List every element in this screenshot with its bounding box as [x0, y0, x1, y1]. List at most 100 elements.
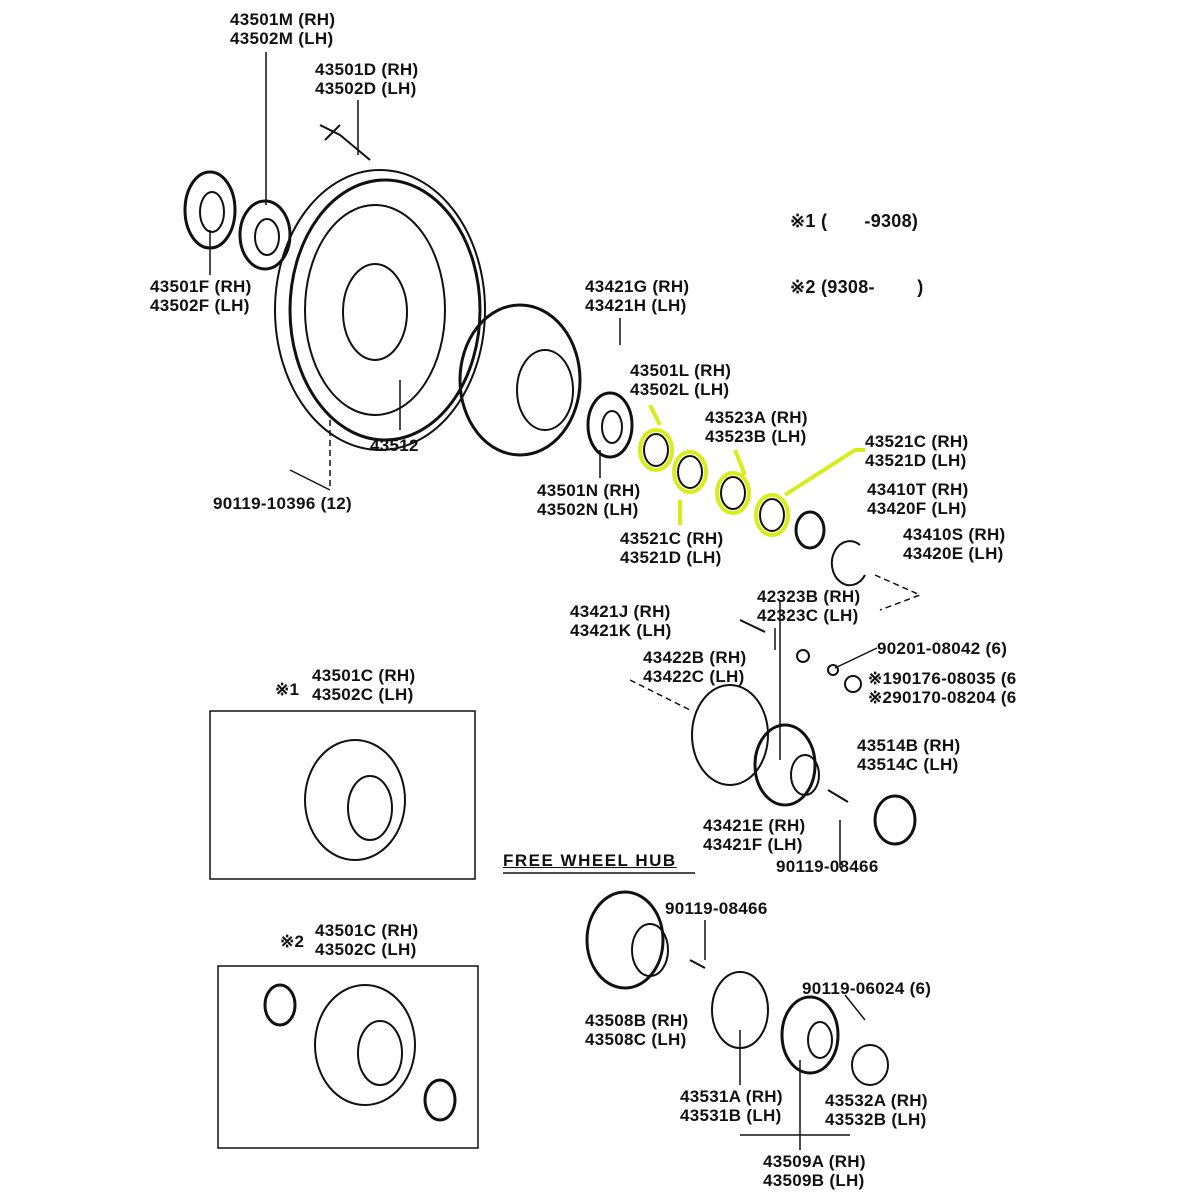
variant-box-2	[217, 965, 479, 1149]
hub-icon	[458, 303, 634, 459]
part-number-text: 43531A (RH)	[680, 1087, 783, 1106]
hub-variant-2-icon	[263, 983, 457, 1122]
part-number-text: 43523A (RH)	[705, 408, 808, 427]
part-label[interactable]: 43410S (RH)43420E (LH)	[903, 525, 1006, 563]
part-label[interactable]: 43501N (RH)43502N (LH)	[537, 481, 640, 519]
part-number-text: 43410T (RH)	[867, 480, 969, 499]
part-number-text: 43521C (RH)	[620, 529, 724, 548]
marker-1: ※1	[275, 680, 300, 699]
part-number-text: 43501D (RH)	[315, 60, 419, 79]
part-label[interactable]: 43501L (RH)43502L (LH)	[630, 361, 731, 399]
part-number-text: 43422B (RH)	[643, 648, 747, 667]
part-label[interactable]: 90119-08466	[776, 857, 879, 876]
note-1: ※1 ( -9308)	[790, 211, 919, 231]
part-label[interactable]: 43501D (RH)43502D (LH)	[315, 60, 418, 98]
part-label[interactable]: 43521C (RH)43521D (LH)	[620, 529, 723, 567]
part-number-text: 43502C (LH)	[312, 685, 414, 704]
part-label[interactable]: 43501C (RH)43502C (LH)	[312, 666, 415, 704]
part-label[interactable]: 90201-08042 (6)	[877, 639, 1007, 658]
brake-disc-icon	[274, 169, 486, 451]
part-label[interactable]: 43532A (RH)43532B (LH)	[825, 1091, 928, 1129]
part-label[interactable]: 43521C (RH)43521D (LH)	[865, 432, 968, 470]
part-number-text: 43421F (LH)	[703, 835, 803, 854]
hub-variant-1-icon	[304, 739, 406, 861]
part-number-text: 43502D (LH)	[315, 79, 417, 98]
part-number-text: 43523B (LH)	[705, 427, 807, 446]
part-number-text: 43532A (RH)	[825, 1091, 928, 1110]
part-number-text: 43502M (LH)	[230, 29, 334, 48]
part-number-text: 43501N (RH)	[537, 481, 641, 500]
part-number-text: 43501M (RH)	[230, 10, 336, 29]
part-number-text: 43508B (RH)	[585, 1011, 689, 1030]
part-number-text: 90119-10396 (12)	[213, 494, 353, 513]
part-label[interactable]: 90119-06024 (6)	[802, 979, 931, 998]
part-label[interactable]: 43501M (RH)43502M (LH)	[230, 10, 335, 48]
part-label[interactable]: ※190176-08035 (6※290170-08204 (6	[868, 669, 1017, 707]
part-number-text: 90119-08466	[776, 857, 879, 876]
part-number-text: ※190176-08035 (6	[868, 669, 1017, 688]
part-number-text: 43521D (LH)	[620, 548, 722, 567]
part-label[interactable]: 43422B (RH)43422C (LH)	[643, 648, 746, 686]
part-number-text: 43501C (RH)	[312, 666, 416, 685]
part-number-text: 43422C (LH)	[643, 667, 745, 686]
note-2: ※2 (9308- )	[790, 277, 924, 297]
part-label[interactable]: 42323B (RH)42323C (LH)	[757, 587, 860, 625]
part-number-text: 43512	[370, 436, 419, 455]
free-wheel-hub-icon	[585, 890, 889, 1086]
part-label[interactable]: 43501F (RH)43502F (LH)	[150, 277, 252, 315]
part-number-text: 43502C (LH)	[315, 940, 417, 959]
part-number-text: 43509A (RH)	[763, 1152, 866, 1171]
part-number-text: 90119-08466	[665, 899, 768, 918]
part-number-text: 43421K (LH)	[570, 621, 672, 640]
part-number-text: 43421E (RH)	[703, 816, 806, 835]
part-label[interactable]: 43509A (RH)43509B (LH)	[763, 1152, 866, 1190]
part-number-text: 90119-06024 (6)	[802, 979, 932, 998]
part-number-text: 43420E (LH)	[903, 544, 1004, 563]
part-number-text: 43514C (LH)	[857, 755, 959, 774]
part-number-text: 43521C (RH)	[865, 432, 969, 451]
part-number-text: 43421H (LH)	[585, 296, 687, 315]
hub-bolt-icon	[319, 124, 371, 161]
part-number-text: 43521D (LH)	[865, 451, 967, 470]
part-label[interactable]: 43421J (RH)43421K (LH)	[570, 602, 672, 640]
part-number-text: 43508C (LH)	[585, 1030, 687, 1049]
part-number-text: 43420F (LH)	[867, 499, 967, 518]
part-number-text: 42323C (LH)	[757, 606, 859, 625]
part-label[interactable]: 43501C (RH)43502C (LH)	[315, 921, 418, 959]
part-number-text: 43501C (RH)	[315, 921, 419, 940]
part-label[interactable]: 43421G (RH)43421H (LH)	[585, 277, 689, 315]
flange-icon	[691, 619, 917, 846]
part-label[interactable]: 43514B (RH)43514C (LH)	[857, 736, 960, 774]
part-number-text: ※290170-08204 (6	[868, 688, 1017, 707]
part-label[interactable]: 43421E (RH)43421F (LH)	[703, 816, 806, 854]
part-label[interactable]: 90119-08466	[665, 899, 768, 918]
part-number-text: 43501L (RH)	[630, 361, 732, 380]
part-number-text: 43502F (LH)	[150, 296, 250, 315]
part-label[interactable]: 43531A (RH)43531B (LH)	[680, 1087, 783, 1125]
highlighted-washers	[638, 404, 865, 537]
part-label[interactable]: 43508B (RH)43508C (LH)	[585, 1011, 688, 1049]
part-number-text: 43509B (LH)	[763, 1171, 865, 1190]
part-label[interactable]: 43410T (RH)43420F (LH)	[867, 480, 969, 518]
section-title: FREE WHEEL HUB	[503, 851, 677, 870]
part-number-text: 43501F (RH)	[150, 277, 252, 296]
part-number-text: 43421J (RH)	[570, 602, 671, 621]
washers-icon	[643, 433, 866, 587]
part-number-text: 43502L (LH)	[630, 380, 730, 399]
oil-seal-icon	[183, 170, 292, 271]
part-label[interactable]: 90119-10396 (12)	[213, 494, 352, 513]
part-number-text: 43502N (LH)	[537, 500, 639, 519]
part-number-text: 42323B (RH)	[757, 587, 861, 606]
marker-2: ※2	[280, 932, 305, 951]
part-number-text: 90201-08042 (6)	[877, 639, 1008, 658]
variant-box-1	[209, 710, 476, 880]
part-label[interactable]: 43523A (RH)43523B (LH)	[705, 408, 808, 446]
part-number-text: 43514B (RH)	[857, 736, 961, 755]
part-number-text: 43532B (LH)	[825, 1110, 927, 1129]
part-label[interactable]: 43512	[370, 436, 419, 455]
part-number-text: 43531B (LH)	[680, 1106, 782, 1125]
part-number-text: 43410S (RH)	[903, 525, 1006, 544]
date-notes: ※1 ( -9308) ※2 (9308- )	[790, 166, 924, 320]
